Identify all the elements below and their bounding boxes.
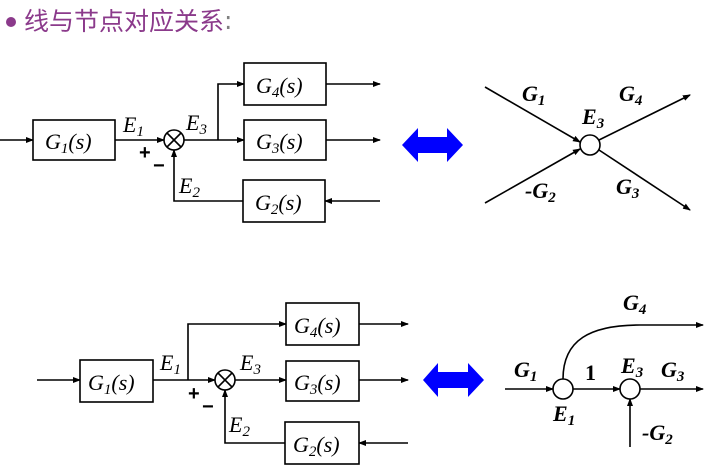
signal-e3-label: E3 [185,110,207,138]
block-g1-label: G1(s) [45,129,92,157]
block-g4 [243,62,327,106]
branch-g1-label: G1 [522,81,545,109]
minus-sign: − [153,155,165,177]
branch-g4-label: G4 [619,81,643,109]
signal-e3-label: E3 [239,350,261,378]
node-e1 [552,378,574,400]
feedback-e2 [171,149,243,202]
block-g2 [284,421,360,465]
branch-1-label: 1 [585,360,596,385]
summing-junction [163,129,185,151]
branch-g3-label: G3 [616,174,640,202]
node-e3 [579,134,601,156]
block-g2-label: G2(s) [293,432,340,460]
branch-g1 [484,86,581,143]
block-g1 [79,359,154,403]
block-diagram-1-labels: G1(s) G4(s) G3(s) G2(s) E1 E3 E2 + − [45,73,303,218]
block-g3-label: G3(s) [256,129,303,157]
node-e1-label: E1 [552,401,575,429]
branch-to-g4 [187,321,287,380]
block-g2-label: G2(s) [255,190,302,218]
signal-e1-label: E1 [122,112,144,140]
signal-flow-graph-2 [505,322,704,447]
block-g1-label: G1(s) [88,370,135,398]
block-diagram-2-labels: G1(s) G4(s) G3(s) G2(s) E1 E3 E2 + − [88,313,341,460]
branch-to-g4 [217,81,245,140]
bullet-icon [6,16,16,27]
summing-junction [214,369,236,391]
block-diagram-1 [0,62,381,223]
branch-g1-label: G1 [514,357,537,385]
block-g2 [242,179,326,223]
node-e3-label: E3 [581,104,605,132]
block-g3-label: G3(s) [294,370,341,398]
signal-e1-label: E1 [159,350,181,378]
equivalence-arrow-icon [423,363,484,397]
node-e3 [619,378,641,400]
title-colon: : [224,5,233,35]
slide-title: 线与节点对应关系 : [6,2,232,38]
block-g1 [32,119,116,161]
block-g4-label: G4(s) [256,73,303,101]
signal-e2-label: E2 [228,412,250,440]
signal-e2-label: E2 [178,173,200,201]
feedback-e2 [222,389,285,444]
block-g4 [285,302,360,346]
block-g4-label: G4(s) [294,313,341,341]
block-diagram-2 [37,302,409,465]
branch-neg-g2-label: -G2 [642,420,673,448]
branch-g4 [598,94,691,141]
minus-sign: − [202,396,214,418]
signal-flow-graph-1-labels: G1 -G2 G4 G3 E3 [522,81,643,206]
block-g3 [285,360,360,402]
branch-g4-label: G4 [623,290,647,318]
node-e3-label: E3 [620,353,644,381]
title-text: 线与节点对应关系 [24,7,225,36]
signal-flow-graph-1 [484,86,691,211]
signal-flow-graph-2-labels: G1 1 G4 G3 -G2 E1 E3 [514,290,685,448]
branch-neg-g2 [484,148,581,204]
branch-g3-label: G3 [661,357,685,385]
branch-g4 [562,322,704,380]
equivalence-arrow-icon [402,128,463,162]
branch-g3 [598,149,691,211]
plus-sign: + [188,383,200,405]
plus-sign: + [139,142,151,164]
branch-neg-g2-label: -G2 [525,178,556,206]
